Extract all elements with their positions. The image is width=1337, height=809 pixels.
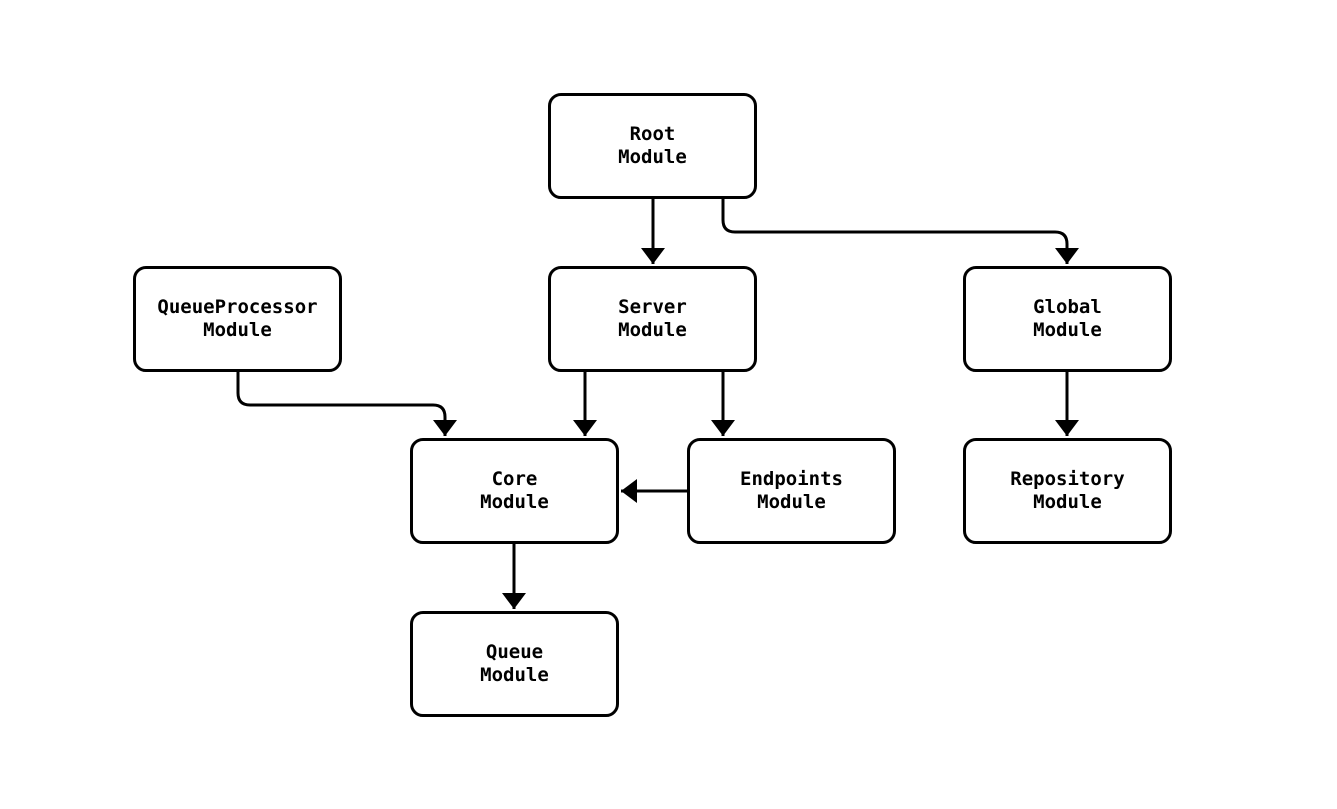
node-label: Core Module <box>480 468 549 513</box>
node-repository-module: Repository Module <box>963 438 1172 544</box>
node-queue-module: Queue Module <box>410 611 619 717</box>
node-endpoints-module: Endpoints Module <box>687 438 896 544</box>
node-core-module: Core Module <box>410 438 619 544</box>
node-root-module: Root Module <box>548 93 757 199</box>
node-label: QueueProcessor Module <box>157 296 318 341</box>
node-label: Root Module <box>618 123 687 168</box>
node-label: Global Module <box>1033 296 1102 341</box>
edge-queueprocessor-to-core <box>236 372 457 436</box>
node-label: Server Module <box>618 296 687 341</box>
node-server-module: Server Module <box>548 266 757 372</box>
edge-root-to-global <box>721 199 1079 264</box>
node-label: Repository Module <box>1010 468 1125 513</box>
node-global-module: Global Module <box>963 266 1172 372</box>
node-queueprocessor-module: QueueProcessor Module <box>133 266 342 372</box>
node-label: Endpoints Module <box>740 468 843 513</box>
node-label: Queue Module <box>480 641 549 686</box>
